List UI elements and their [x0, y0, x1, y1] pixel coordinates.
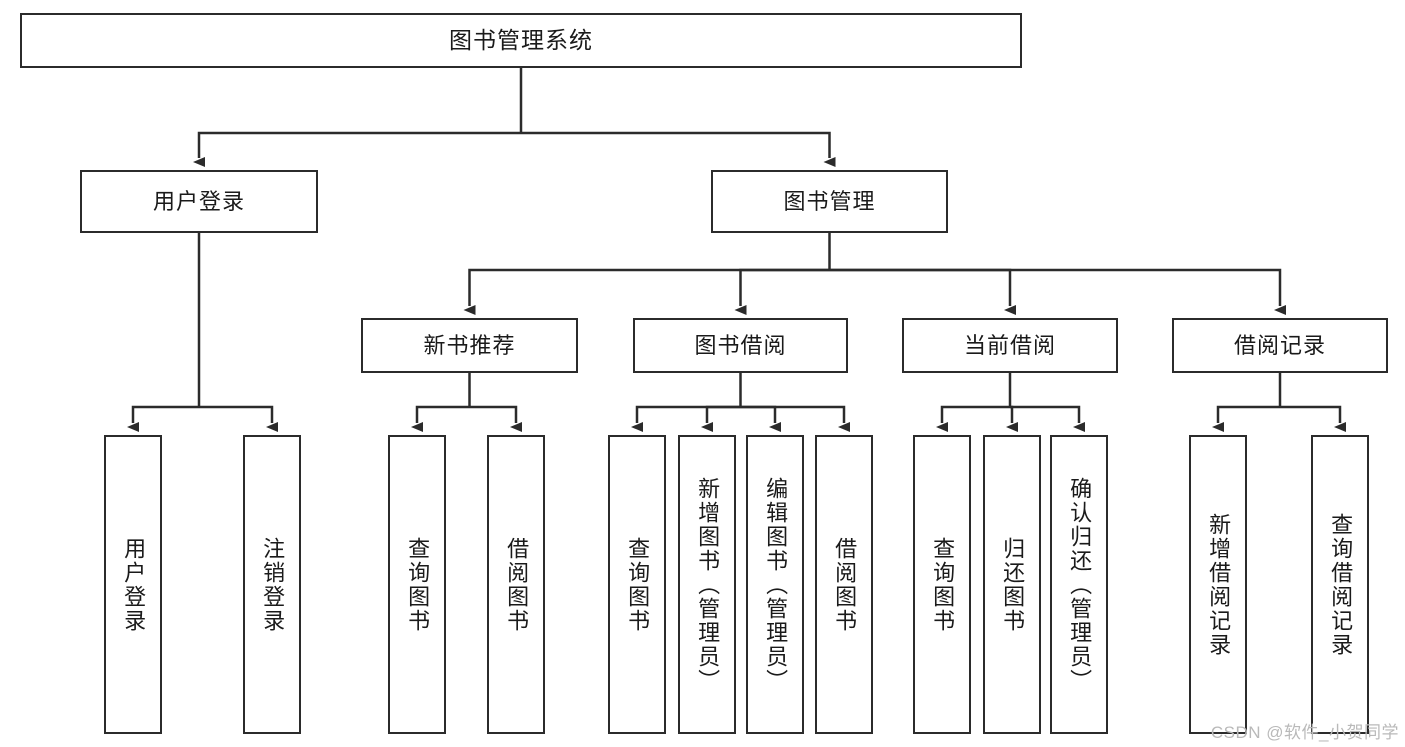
node-book-manage[interactable]: 图书管理: [711, 170, 948, 233]
node-leaf-logout[interactable]: 注销登录: [243, 435, 301, 734]
edge-book-manage-to-book-borrow: [734, 268, 830, 315]
edge-book-borrow-to-leaf-bb-edit: [740, 405, 781, 432]
edge-book-manage-to-new-book-rec: [463, 268, 830, 315]
node-label: 图书管理: [783, 188, 876, 214]
node-label: 查询借阅记录: [1328, 512, 1354, 657]
edge-new-book-rec-to-leaf-rec-query: [411, 405, 470, 432]
node-label: 查询图书: [930, 536, 956, 633]
node-leaf-bb-query[interactable]: 查询图书: [608, 435, 666, 734]
edge-new-book-rec-to-leaf-rec-borrow: [469, 405, 522, 432]
node-borrow-record[interactable]: 借阅记录: [1172, 318, 1388, 373]
node-leaf-bb-borrow[interactable]: 借阅图书: [815, 435, 873, 734]
node-leaf-bb-add[interactable]: 新增图书（管理员）: [678, 435, 736, 734]
node-label: 图书管理系统: [449, 27, 593, 54]
node-leaf-bb-edit[interactable]: 编辑图书（管理员）: [746, 435, 804, 734]
node-leaf-cb-query[interactable]: 查询图书: [913, 435, 971, 734]
edge-book-borrow-to-leaf-bb-query: [631, 405, 741, 432]
node-label: 新增图书（管理员）: [695, 476, 721, 693]
node-label: 借阅图书: [504, 536, 530, 633]
node-label: 新增借阅记录: [1206, 512, 1232, 657]
node-leaf-rec-query[interactable]: 查询图书: [388, 435, 446, 734]
edge-book-borrow-to-leaf-bb-add: [701, 405, 741, 432]
node-leaf-rec-borrow[interactable]: 借阅图书: [487, 435, 545, 734]
node-book-borrow[interactable]: 图书借阅: [633, 318, 848, 373]
node-leaf-user-login[interactable]: 用户登录: [104, 435, 162, 734]
edge-current-borrow-to-leaf-cb-query: [936, 405, 1010, 432]
node-new-book-rec[interactable]: 新书推荐: [361, 318, 578, 373]
node-label: 查询图书: [405, 536, 431, 633]
edge-book-borrow-to-leaf-bb-borrow: [740, 405, 850, 432]
node-root[interactable]: 图书管理系统: [20, 13, 1022, 68]
edge-user-login-to-leaf-user-login: [127, 405, 199, 432]
node-label: 注销登录: [260, 536, 286, 633]
node-current-borrow[interactable]: 当前借阅: [902, 318, 1118, 373]
node-label: 新书推荐: [423, 332, 516, 358]
node-label: 借阅图书: [832, 536, 858, 633]
node-leaf-cb-return[interactable]: 归还图书: [983, 435, 1041, 734]
edge-user-login-to-leaf-logout: [199, 405, 278, 432]
edge-root-to-book-manage: [521, 131, 836, 167]
node-label: 归还图书: [1000, 536, 1026, 633]
node-label: 编辑图书（管理员）: [763, 476, 789, 693]
node-label: 查询图书: [625, 536, 651, 633]
edge-current-borrow-to-leaf-cb-return: [1006, 405, 1018, 432]
node-label: 当前借阅: [963, 332, 1056, 358]
edge-borrow-record-to-leaf-br-query: [1280, 405, 1346, 432]
node-user-login[interactable]: 用户登录: [80, 170, 318, 233]
edge-book-manage-to-current-borrow: [829, 268, 1016, 315]
node-label: 借阅记录: [1233, 332, 1326, 358]
edge-borrow-record-to-leaf-br-add: [1212, 405, 1280, 432]
node-leaf-cb-confirm[interactable]: 确认归还（管理员）: [1050, 435, 1108, 734]
edge-current-borrow-to-leaf-cb-confirm: [1010, 405, 1085, 432]
node-label: 图书借阅: [694, 332, 787, 358]
node-label: 用户登录: [152, 188, 245, 214]
node-label: 确认归还（管理员）: [1067, 476, 1093, 693]
edge-root-to-user-login: [193, 131, 521, 167]
edge-book-manage-to-borrow-record: [829, 268, 1286, 315]
node-leaf-br-add[interactable]: 新增借阅记录: [1189, 435, 1247, 734]
node-leaf-br-query[interactable]: 查询借阅记录: [1311, 435, 1369, 734]
node-label: 用户登录: [121, 536, 147, 633]
